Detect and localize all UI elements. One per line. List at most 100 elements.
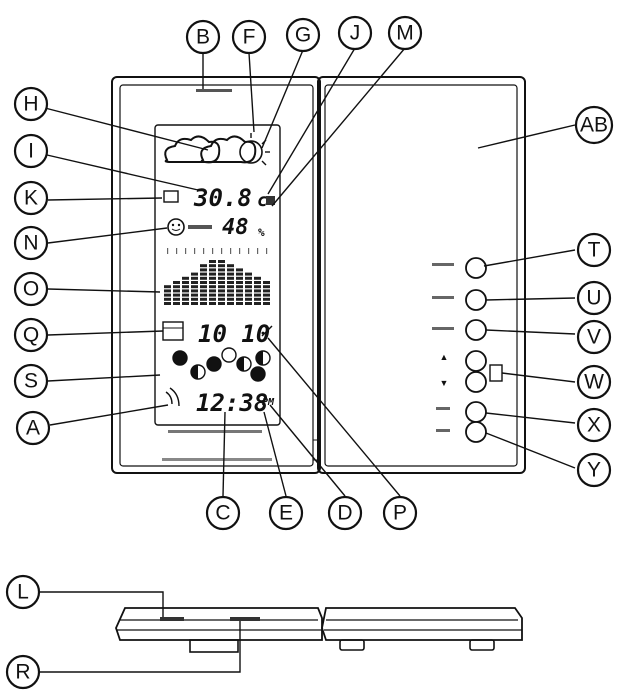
down-arrow-icon: ▼ bbox=[440, 378, 449, 388]
button-column: ▲ ▼ bbox=[432, 257, 503, 443]
button-up[interactable] bbox=[465, 350, 487, 372]
comfort-label bbox=[188, 225, 212, 229]
button-y[interactable] bbox=[465, 421, 487, 443]
button-t[interactable] bbox=[465, 257, 487, 279]
moon-phase-icon bbox=[206, 356, 222, 372]
bar-segment bbox=[236, 302, 243, 305]
callout-w: W bbox=[576, 364, 612, 400]
bar-segment bbox=[164, 293, 171, 297]
bar-segment bbox=[245, 293, 252, 297]
svg-text:S: S bbox=[24, 370, 38, 393]
svg-text:D: D bbox=[337, 502, 352, 525]
bar-segment bbox=[173, 297, 180, 301]
bar-segment bbox=[227, 272, 234, 276]
callout-b: B bbox=[185, 19, 221, 55]
bar-segment bbox=[218, 264, 225, 268]
svg-text:Y: Y bbox=[587, 459, 601, 482]
bar-segment bbox=[164, 289, 171, 293]
bar-tick bbox=[239, 248, 241, 254]
time-value: 12:38 bbox=[196, 389, 268, 417]
bar-segment bbox=[209, 276, 216, 280]
bar-segment bbox=[209, 302, 216, 305]
bar-segment bbox=[164, 302, 171, 305]
time-readout: 12:38 PM bbox=[165, 387, 275, 417]
bar-segment bbox=[245, 285, 252, 289]
bar-segment bbox=[263, 281, 270, 284]
bar-segment bbox=[254, 285, 261, 289]
temperature-value: 30.8 bbox=[193, 184, 252, 212]
bar-segment bbox=[227, 289, 234, 293]
indoor-icon bbox=[163, 190, 179, 203]
model-label bbox=[162, 458, 272, 461]
bar-segment bbox=[263, 285, 270, 289]
bar-segment bbox=[200, 285, 207, 289]
time-suffix: PM bbox=[262, 397, 275, 408]
bar-segment bbox=[245, 297, 252, 301]
bar-segment bbox=[191, 293, 198, 297]
svg-text:H: H bbox=[23, 93, 38, 116]
callout-i: I bbox=[13, 133, 49, 169]
bar-segment bbox=[209, 293, 216, 297]
callout-s: S bbox=[13, 363, 49, 399]
bar-tick bbox=[221, 248, 223, 254]
bar-segment bbox=[245, 302, 252, 305]
bar-segment bbox=[173, 285, 180, 289]
moon-shadow bbox=[191, 365, 198, 379]
date-readout: 10 10 bbox=[162, 320, 273, 348]
svg-text:L: L bbox=[17, 581, 29, 604]
callout-a: A bbox=[15, 410, 51, 446]
bar-segment bbox=[236, 297, 243, 301]
bar-segment bbox=[218, 281, 225, 284]
comfort-face-icon bbox=[167, 218, 185, 236]
svg-text:A: A bbox=[26, 417, 40, 440]
button-v[interactable] bbox=[465, 319, 487, 341]
bar-segment bbox=[200, 293, 207, 297]
bar-segment bbox=[209, 285, 216, 289]
callout-t: T bbox=[576, 232, 612, 268]
bar-segment bbox=[173, 281, 180, 284]
button-down[interactable] bbox=[465, 371, 487, 393]
bar-segment bbox=[191, 281, 198, 284]
callout-f: F bbox=[231, 19, 267, 55]
bar-segment bbox=[218, 272, 225, 276]
slot-r bbox=[230, 617, 260, 621]
bar-segment bbox=[227, 281, 234, 284]
bar-segment bbox=[182, 297, 189, 301]
leader-lines bbox=[36, 47, 576, 673]
bar-segment bbox=[227, 302, 234, 305]
bar-segment bbox=[173, 302, 180, 305]
callout-p: P bbox=[382, 495, 418, 531]
bar-segment bbox=[191, 297, 198, 301]
svg-text:G: G bbox=[295, 24, 311, 47]
bar-segment bbox=[245, 281, 252, 284]
top-sensor-slit bbox=[196, 89, 232, 92]
bar-segment bbox=[263, 293, 270, 297]
bar-segment bbox=[200, 297, 207, 301]
callout-l: L bbox=[5, 574, 41, 610]
bar-segment bbox=[254, 293, 261, 297]
callout-h: H bbox=[13, 86, 49, 122]
bar-segment bbox=[200, 268, 207, 272]
svg-text:U: U bbox=[586, 287, 601, 310]
bar-segment bbox=[191, 276, 198, 280]
bar-segment bbox=[209, 289, 216, 293]
svg-text:M: M bbox=[396, 22, 414, 45]
bar-segment bbox=[254, 297, 261, 301]
weather-forecast-icon bbox=[164, 133, 270, 166]
trend-arrow-icon bbox=[266, 196, 275, 205]
bar-segment bbox=[218, 260, 225, 263]
bar-segment bbox=[200, 276, 207, 280]
bar-segment bbox=[218, 285, 225, 289]
svg-text:O: O bbox=[23, 278, 39, 301]
bar-segment bbox=[200, 289, 207, 293]
bar-segment bbox=[245, 289, 252, 293]
button-u[interactable] bbox=[465, 289, 487, 311]
moon-shadow bbox=[237, 357, 244, 371]
button-x[interactable] bbox=[465, 401, 487, 423]
callout-labels: B F G J M H I K N O Q S A C E D P AB T U… bbox=[5, 15, 614, 690]
callout-k: K bbox=[13, 180, 49, 216]
moon-phase-icon bbox=[250, 366, 266, 382]
bar-tick bbox=[203, 248, 205, 254]
bar-segment bbox=[182, 281, 189, 284]
lcd-frame bbox=[154, 124, 281, 426]
